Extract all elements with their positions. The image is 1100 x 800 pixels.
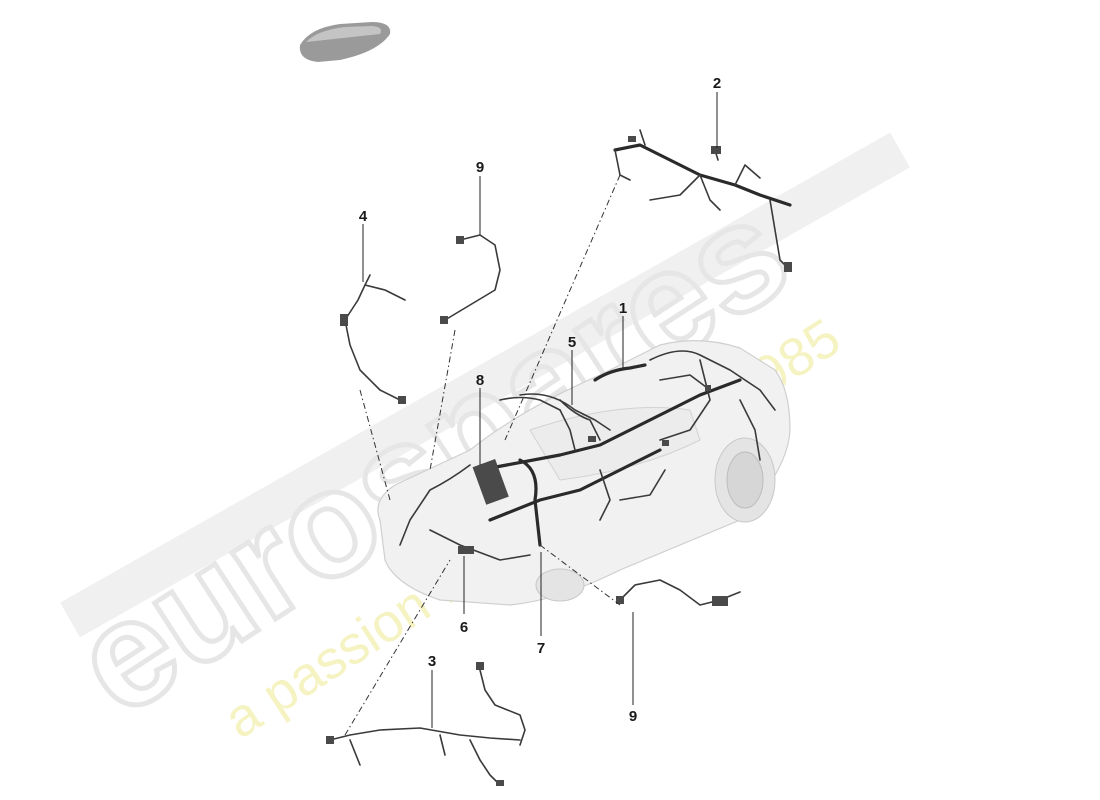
leader-lines: [362, 92, 718, 728]
callout-9-bottom: 9: [629, 708, 637, 725]
callout-5: 5: [568, 334, 576, 351]
watermark-swoosh: [60, 132, 910, 638]
car-thumbnail-icon: [299, 22, 391, 62]
callout-9-top: 9: [476, 159, 484, 176]
roof-harness: [519, 393, 611, 451]
cockpit-harness: [613, 129, 792, 272]
front-wheel: [535, 568, 585, 602]
sensor-connector: [712, 596, 728, 606]
callout-3: 3: [428, 653, 436, 670]
door-harness-left: [340, 274, 406, 404]
assembly-lines: [344, 174, 621, 736]
front-harness: [326, 662, 526, 786]
callout-8: 8: [476, 372, 484, 389]
callout-4: 4: [359, 208, 368, 225]
callout-2: 2: [713, 75, 721, 92]
callout-7: 7: [537, 640, 545, 657]
sensor-harness-top: [440, 234, 501, 324]
fuse-box-connector: [472, 458, 509, 505]
callout-6: 6: [460, 619, 468, 636]
callout-1: 1: [619, 300, 627, 317]
sensor-harness-bottom: [616, 579, 741, 606]
callout-labels: 2 1 4 9 5 8 6 7 3 9: [359, 75, 721, 725]
main-harness: [399, 350, 776, 561]
